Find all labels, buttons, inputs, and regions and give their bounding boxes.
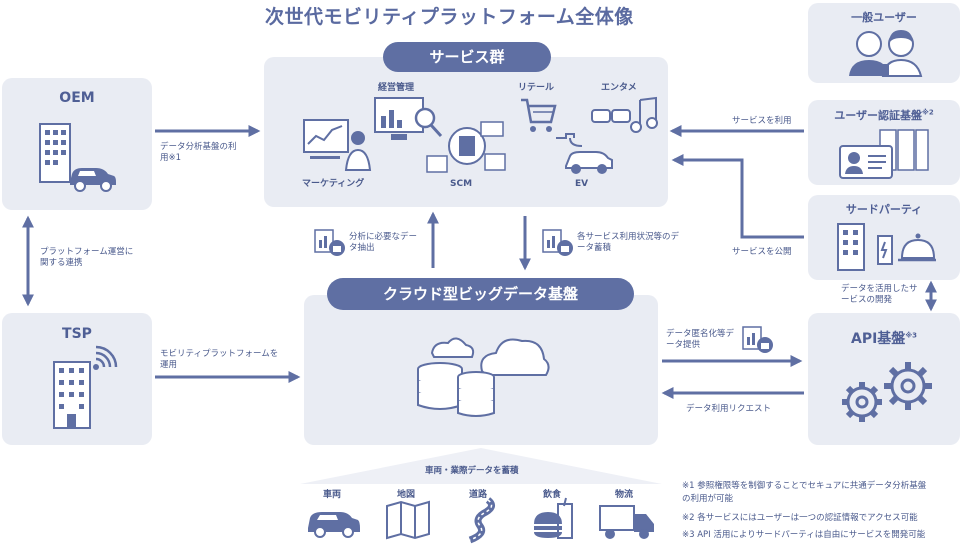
label-publish-service: サービスを公開	[732, 247, 792, 257]
database-cloud-icon	[417, 337, 550, 417]
service-item-entertainment: エンタメ	[601, 83, 637, 93]
label-use-service: サービスを利用	[732, 116, 792, 126]
scm-icon	[426, 121, 506, 173]
management-icon	[374, 97, 443, 140]
data-item-food: 飲食	[543, 490, 562, 500]
label-third-api: データを活用したサービスの開発	[841, 284, 918, 305]
data-item-vehicle: 車両	[323, 490, 342, 500]
label-oem-to-service: データ分析基盤の利用※1	[160, 142, 237, 163]
third-party-label: サードパーティ	[845, 203, 923, 216]
api-note: ※3	[905, 331, 917, 340]
building-icon-tsp	[53, 361, 91, 429]
data-item-logistics: 物流	[615, 490, 634, 500]
service-item-management: 経営管理	[378, 83, 415, 93]
label-request: データ利用リクエスト	[686, 404, 772, 414]
footnote-1-cont: の利用が可能	[682, 494, 734, 504]
document-lock-icon-3	[742, 326, 773, 353]
data-item-road: 道路	[469, 490, 488, 500]
api-text: API基盤	[851, 331, 906, 347]
tsp-label: TSP	[62, 326, 92, 342]
footnote-3: ※3 API 活用によりサードパーティは自由にサービスを開発可能	[682, 530, 926, 540]
footnote-2: ※2 各サービスにはユーザーは一つの認証情報でアクセス可能	[682, 513, 918, 523]
user-auth-note: ※2	[922, 108, 934, 117]
label-oem-tsp: プラットフォーム運営に関する連携	[40, 247, 134, 268]
document-lock-icon-2	[542, 229, 573, 256]
car-icon-bottom	[308, 512, 360, 538]
road-icon	[468, 497, 495, 544]
label-extract: 分析に必要なデータ抽出	[349, 232, 418, 253]
service-item-scm: SCM	[450, 179, 473, 189]
label-accumulate: 各サービス利用状況等のデータ蓄積	[577, 232, 680, 253]
label-anon: データ匿名化等データ提供	[666, 329, 735, 350]
general-user-label: 一般ユーザー	[851, 11, 917, 24]
api-label: API基盤※3	[808, 328, 960, 348]
oem-label: OEM	[59, 90, 95, 106]
cloud-label: クラウド型ビッグデータ基盤	[327, 278, 634, 310]
id-card-icon	[839, 129, 929, 179]
entertainment-icon	[591, 96, 658, 133]
users-icon	[849, 30, 923, 77]
map-icon	[386, 500, 430, 540]
user-auth-text: ユーザー認証基盤	[834, 109, 923, 122]
marketing-icon	[303, 119, 372, 171]
footnote-1: ※1 参照権限等を制御することでセキュアに共通データ分析基盤	[682, 481, 927, 491]
service-group-label: サービス群	[383, 42, 551, 72]
gears-icon	[842, 362, 932, 422]
api-box	[808, 313, 960, 445]
ev-icon	[556, 133, 613, 174]
building-icon	[39, 123, 71, 183]
label-tsp-to-cloud: モビリティプラットフォームを運用	[160, 349, 279, 370]
service-item-ev: EV	[575, 179, 589, 189]
document-lock-icon	[314, 229, 345, 256]
service-item-retail: リテール	[518, 83, 555, 93]
data-item-map: 地図	[397, 490, 416, 500]
accumulate-label: 車両・業際データを蓄積	[425, 466, 519, 476]
food-icon	[534, 497, 573, 539]
truck-icon	[599, 505, 654, 539]
cart-icon	[521, 98, 557, 132]
signal-icon	[93, 345, 118, 370]
user-auth-label: ユーザー認証基盤※2	[808, 107, 960, 123]
service-item-marketing: マーケティング	[302, 179, 365, 189]
car-icon	[70, 168, 116, 192]
page-title: 次世代モビリティプラットフォーム全体像	[265, 6, 634, 28]
accumulate-triangle	[300, 448, 662, 484]
third-party-icons	[837, 223, 936, 271]
